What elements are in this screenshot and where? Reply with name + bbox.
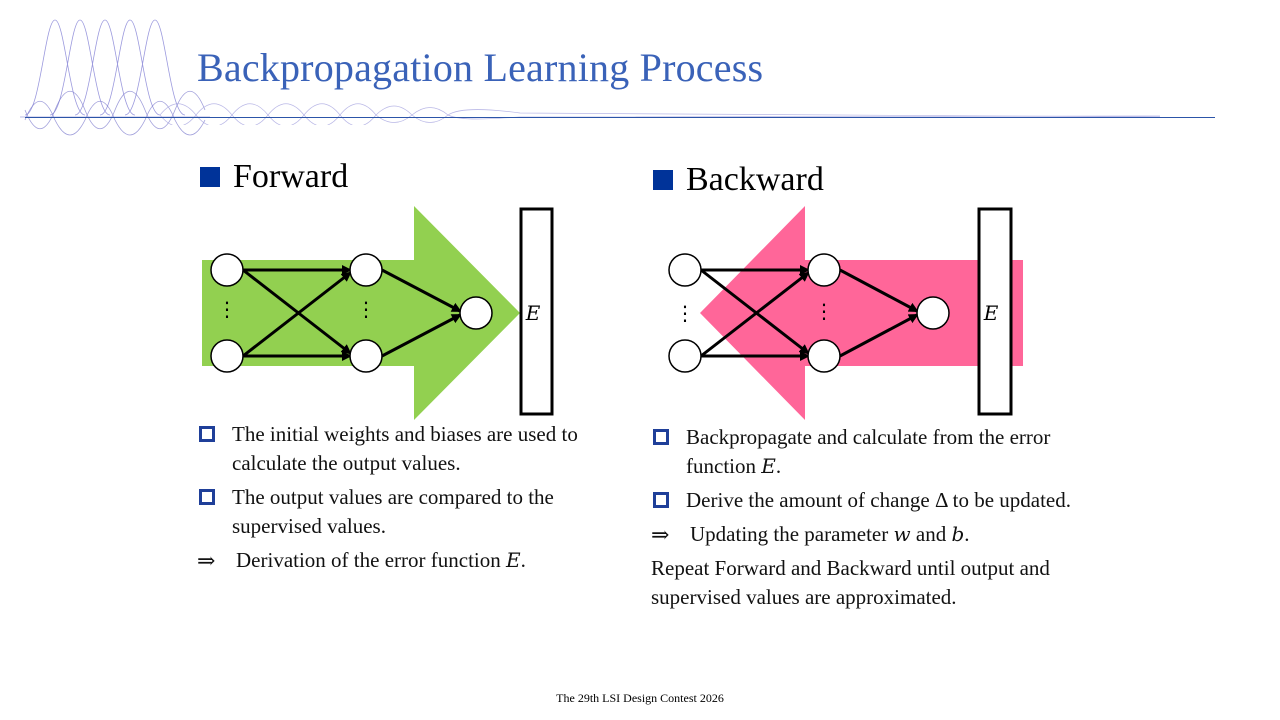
forward-conclusion-suffix: . (520, 548, 526, 572)
error-box (519, 207, 554, 416)
edge (839, 268, 919, 313)
edge (381, 313, 462, 358)
forward-conclusion-text: Derivation of the error function (236, 548, 501, 572)
edge (381, 268, 462, 313)
backward-bullet-2-prefix: Derive the amount of change (686, 488, 930, 512)
backward-heading-text: Backward (686, 161, 824, 198)
input-node (210, 339, 244, 373)
hidden-node (807, 339, 841, 373)
wave-decoration (20, 19, 210, 136)
forward-conclusion: ⇒ Derivation of the error function E. (197, 546, 637, 575)
forward-arrow (202, 206, 520, 420)
forward-bullets: The initial weights and biases are used … (197, 420, 637, 580)
output-node (459, 296, 493, 330)
forward-heading: Forward (200, 158, 348, 196)
vdots-input: ⋮ (675, 301, 695, 325)
backward-conclusion-and: and (915, 522, 947, 546)
edge (700, 268, 810, 355)
output-node (916, 296, 950, 330)
hidden-node (349, 339, 383, 373)
forward-heading-text: Forward (233, 158, 349, 195)
edge (242, 268, 352, 355)
edge (839, 313, 919, 358)
backward-conclusion: ⇒ Updating the parameter w and b. (651, 520, 1081, 549)
forward-bullet-1-text: The initial weights and biases are used … (232, 422, 578, 475)
edge (700, 271, 810, 358)
forward-network-diagram: ⋮ ⋮ E (202, 206, 554, 420)
backward-conclusion-var-b: b (951, 522, 965, 546)
slide-footer: The 29th LSI Design Contest 2026 (556, 691, 724, 705)
vdots-hidden: ⋮ (356, 297, 376, 321)
error-box (977, 207, 1013, 416)
backward-bullet-2-suffix: to be updated. (952, 488, 1071, 512)
bullet-box-icon (199, 426, 215, 442)
implies-icon: ⇒ (197, 548, 216, 573)
bullet-box-icon (199, 489, 215, 505)
forward-conclusion-var: E (506, 548, 521, 572)
input-node (210, 253, 244, 287)
backward-bullets: Backpropagate and calculate from the err… (651, 423, 1081, 612)
wave-line-decoration (160, 103, 1160, 125)
error-label: E (983, 301, 999, 325)
backward-bullet-1-suffix: . (775, 454, 782, 478)
backward-bullet-1-text: Backpropagate and calculate from the err… (686, 425, 1051, 478)
vdots-input: ⋮ (217, 297, 237, 321)
backward-conclusion-prefix: Updating the parameter (690, 522, 889, 546)
vdots-hidden: ⋮ (814, 299, 834, 323)
error-label: E (525, 301, 541, 325)
backward-bullet-2: Derive the amount of change Δ to be upda… (651, 486, 1081, 515)
bullet-box-icon (653, 429, 669, 445)
backward-arrow (700, 206, 1023, 420)
forward-bullet-2: The output values are compared to the su… (197, 483, 637, 541)
forward-bullet-2-text: The output values are compared to the su… (232, 485, 554, 538)
input-node (668, 253, 702, 287)
hidden-node (349, 253, 383, 287)
backward-summary: Repeat Forward and Backward until output… (651, 556, 1050, 609)
backward-heading: Backward (653, 161, 824, 199)
backward-bullet-1-var: E (761, 454, 776, 478)
heading-square-icon (653, 170, 673, 190)
input-node (668, 339, 702, 373)
backward-conclusion-var-w: w (893, 522, 911, 546)
backward-network-diagram: ⋮ ⋮ E (668, 206, 1023, 420)
delta-symbol: Δ (935, 488, 948, 512)
backward-bullet-1: Backpropagate and calculate from the err… (651, 423, 1081, 481)
heading-square-icon (200, 167, 220, 187)
hidden-node (807, 253, 841, 287)
implies-icon: ⇒ (651, 522, 670, 547)
edge (242, 271, 352, 358)
title-rule (25, 117, 1215, 118)
bullet-box-icon (653, 492, 669, 508)
slide-title: Backpropagation Learning Process (197, 45, 764, 90)
backward-conclusion-suffix: . (964, 522, 970, 546)
forward-bullet-1: The initial weights and biases are used … (197, 420, 637, 478)
